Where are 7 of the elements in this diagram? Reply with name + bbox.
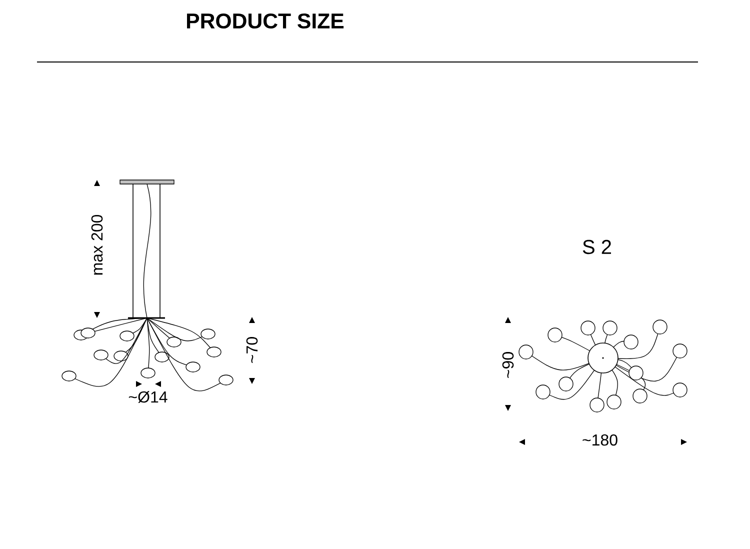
- title: PRODUCT SIZE: [187, 13, 344, 29]
- dimension-label: ~70: [246, 337, 258, 363]
- dimension-label: ~180: [582, 434, 618, 446]
- dimension-label: ~90: [502, 352, 514, 378]
- model-label: S 2: [582, 240, 611, 254]
- dimension-label: ~Ø14: [128, 391, 168, 403]
- dimension-label: max 200: [91, 214, 103, 275]
